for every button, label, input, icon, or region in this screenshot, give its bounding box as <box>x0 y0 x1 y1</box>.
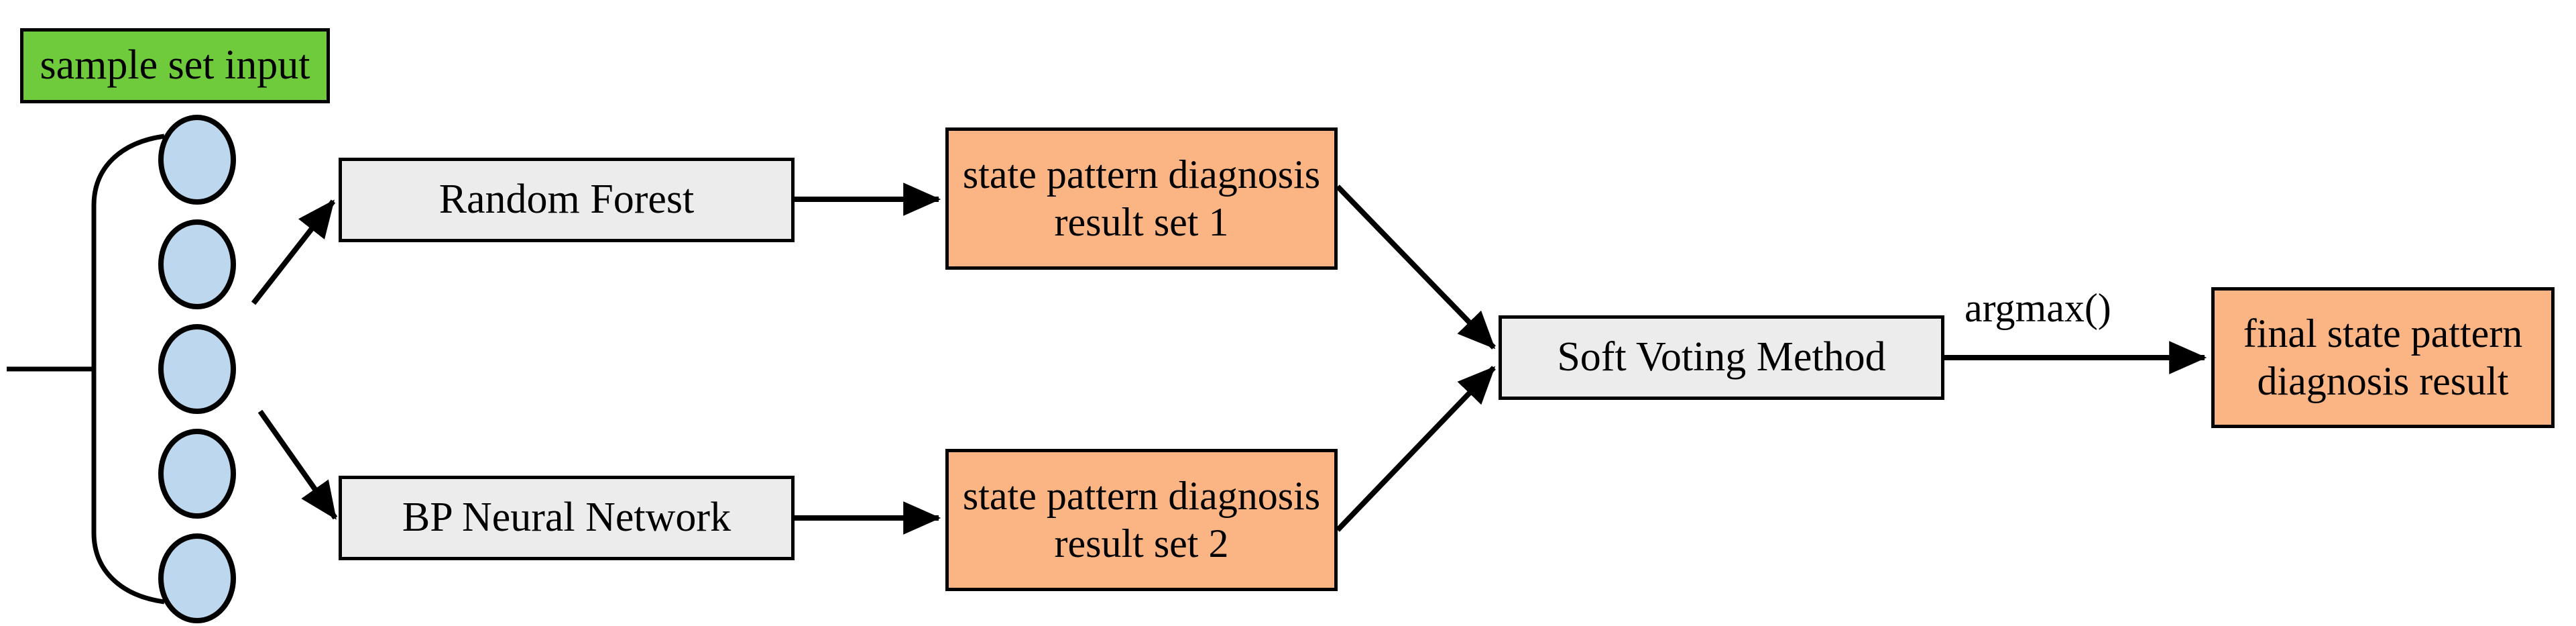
edge-samples-to-bp-neural-network <box>257 409 338 520</box>
edge-samples-to-random-forest <box>251 199 336 305</box>
node-result-set-2-line-1: state pattern diagnosis <box>962 474 1321 519</box>
argmax-edge-label: argmax() <box>1965 286 2111 330</box>
node-random-forest-label: Random Forest <box>438 176 695 223</box>
node-final-result[interactable]: final state pattern diagnosis result <box>2211 287 2555 428</box>
node-result-set-2-label: state pattern diagnosis result set 2 <box>949 472 1334 568</box>
node-bp-neural-network[interactable]: BP Neural Network <box>339 476 795 560</box>
edge-result-1-to-soft-voting <box>1336 185 1496 350</box>
sample-ellipse <box>158 219 236 309</box>
node-bp-neural-network-label: BP Neural Network <box>402 494 731 541</box>
sample-group-brace <box>7 134 165 605</box>
sample-ellipse <box>158 533 236 623</box>
node-result-set-1[interactable]: state pattern diagnosis result set 1 <box>945 127 1338 270</box>
node-final-result-label: final state pattern diagnosis result <box>2215 310 2551 405</box>
node-soft-voting-method[interactable]: Soft Voting Method <box>1499 315 1944 400</box>
node-random-forest[interactable]: Random Forest <box>339 158 795 242</box>
node-final-result-line-1: final state pattern <box>2243 311 2523 356</box>
node-result-set-2-line-2: result set 2 <box>1054 521 1229 566</box>
sample-ellipse <box>158 429 236 519</box>
node-result-set-1-line-2: result set 1 <box>1054 200 1229 244</box>
sample-ellipse <box>158 324 236 414</box>
node-final-result-line-2: diagnosis result <box>2257 359 2509 403</box>
node-sample-set-input[interactable]: sample set input <box>20 28 330 103</box>
node-result-set-2[interactable]: state pattern diagnosis result set 2 <box>945 449 1338 591</box>
node-sample-set-input-label: sample set input <box>40 42 310 89</box>
sample-ellipse-group <box>158 115 236 623</box>
node-result-set-1-label: state pattern diagnosis result set 1 <box>949 151 1334 246</box>
sample-ellipse <box>158 115 236 205</box>
node-soft-voting-method-label: Soft Voting Method <box>1557 334 1886 380</box>
node-result-set-1-line-1: state pattern diagnosis <box>962 152 1321 197</box>
edge-result-2-to-soft-voting <box>1336 366 1496 532</box>
